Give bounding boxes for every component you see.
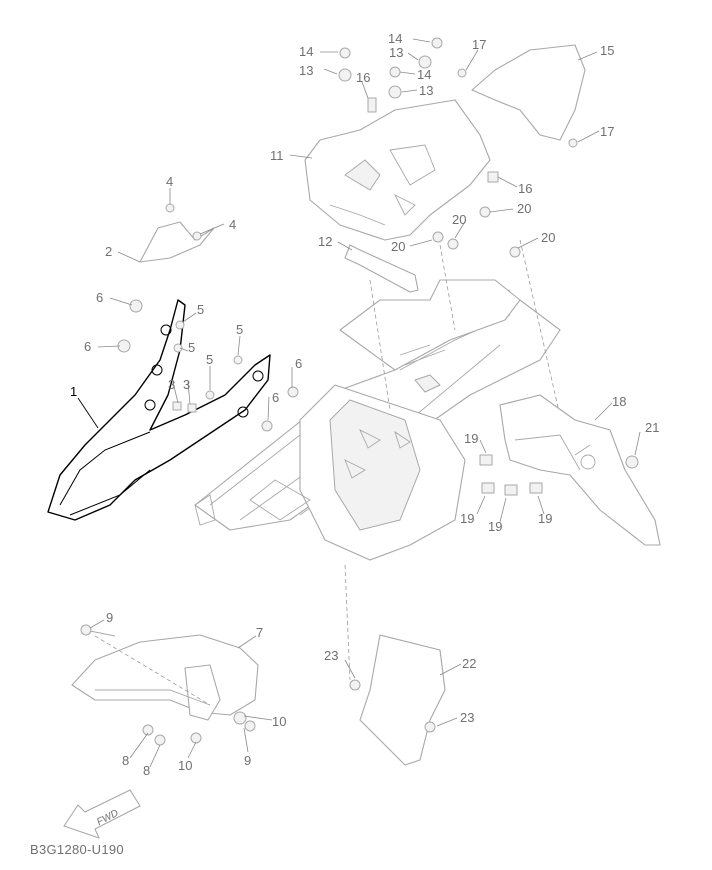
callout-2: 2 [105, 244, 112, 259]
callout-15: 15 [600, 43, 614, 58]
callout-16a: 16 [356, 70, 370, 85]
callout-14a: 14 [299, 44, 313, 59]
callout-3b: 3 [183, 377, 190, 392]
seat-cowl [471, 44, 586, 141]
callout-10b: 10 [178, 758, 192, 773]
callout-5c: 5 [236, 322, 243, 337]
callout-9a: 9 [106, 610, 113, 625]
callout-13b: 13 [389, 45, 403, 60]
callout-5d: 5 [206, 352, 213, 367]
front-fender [71, 634, 259, 721]
fasteners [80, 37, 639, 746]
callout-4b: 4 [229, 217, 236, 232]
callout-11: 11 [270, 148, 284, 163]
callout-1: 1 [70, 384, 77, 399]
rear-frame [194, 239, 571, 681]
callout-19d: 19 [538, 511, 552, 526]
callout-labels: 1 2 3 3 4 4 5 5 5 5 6 6 6 6 7 8 8 9 9 10… [70, 31, 659, 778]
callout-18: 18 [612, 394, 626, 409]
callout-6c: 6 [295, 356, 302, 371]
callout-20a: 20 [517, 201, 531, 216]
callout-17b: 17 [600, 124, 614, 139]
callout-16b: 16 [518, 181, 532, 196]
callout-9b: 9 [244, 753, 251, 768]
side-panel [139, 221, 215, 263]
callout-20c: 20 [452, 212, 466, 227]
mud-bracket [359, 634, 446, 766]
callout-5b: 5 [188, 340, 195, 355]
diagram-code: B3G1280-U190 [30, 842, 124, 857]
side-cowl-highlight [47, 299, 271, 521]
callout-7: 7 [256, 625, 263, 640]
callout-6d: 6 [272, 390, 279, 405]
callout-3a: 3 [168, 377, 175, 392]
callout-13c: 13 [419, 83, 433, 98]
callout-23b: 23 [460, 710, 474, 725]
fwd-arrow-icon: FWD [63, 789, 141, 839]
callout-6a: 6 [96, 290, 103, 305]
callout-22: 22 [462, 656, 476, 671]
callout-13a: 13 [299, 63, 313, 78]
callout-14c: 14 [417, 67, 431, 82]
rear-fender [499, 394, 661, 546]
callout-19b: 19 [460, 511, 474, 526]
callout-8b: 8 [143, 763, 150, 778]
callout-23a: 23 [324, 648, 338, 663]
callout-20b: 20 [391, 239, 405, 254]
callout-21: 21 [645, 420, 659, 435]
callout-12: 12 [318, 234, 332, 249]
callout-19c: 19 [488, 519, 502, 534]
callout-10a: 10 [272, 714, 286, 729]
callout-4a: 4 [166, 174, 173, 189]
callout-5a: 5 [197, 302, 204, 317]
seat-tray [304, 99, 491, 241]
callout-14b: 14 [388, 31, 402, 46]
grab-strap [344, 244, 419, 293]
callout-8a: 8 [122, 753, 129, 768]
callout-6b: 6 [84, 339, 91, 354]
leader-lines [77, 38, 641, 768]
callout-17a: 17 [472, 37, 486, 52]
callout-20d: 20 [541, 230, 555, 245]
callout-19a: 19 [464, 431, 478, 446]
